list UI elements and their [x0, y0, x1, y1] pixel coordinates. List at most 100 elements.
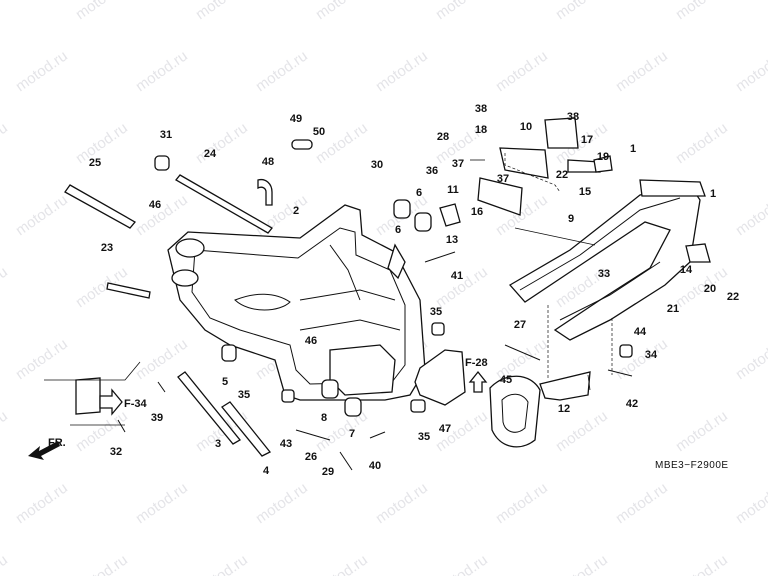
part-callout: 35 — [430, 306, 442, 318]
part-callout: 37 — [452, 158, 464, 170]
watermark-text: motod.ru — [0, 119, 11, 167]
part-callout: 4 — [263, 465, 270, 477]
watermark-text: motod.ru — [613, 335, 671, 383]
part-callout: 42 — [626, 398, 638, 410]
part-callout: 46 — [149, 199, 161, 211]
watermark-text: motod.ru — [73, 551, 131, 576]
part-callout: 45 — [500, 374, 512, 386]
watermark-text: motod.ru — [0, 551, 11, 576]
part-callout: 25 — [89, 157, 101, 169]
part-callout: 37 — [497, 173, 509, 185]
watermark-text: motod.ru — [553, 0, 611, 23]
watermark-text: motod.ru — [733, 191, 768, 239]
leader-lines — [44, 153, 613, 426]
watermark-text: motod.ru — [253, 191, 311, 239]
watermark-text: motod.ru — [673, 0, 731, 23]
part-callout: 33 — [598, 268, 610, 280]
watermark-text: motod.ru — [613, 479, 671, 527]
long-bolts — [64, 174, 273, 457]
watermark-text: motod.ru — [13, 191, 71, 239]
watermark-text: motod.ru — [253, 479, 311, 527]
watermark-text: motod.ru — [0, 0, 11, 23]
watermark-text: motod.ru — [253, 47, 311, 95]
watermark-text: motod.ru — [13, 335, 71, 383]
front-direction: FR. — [28, 437, 66, 460]
part-callout: 40 — [369, 460, 381, 472]
ref-f34: F-34 — [99, 388, 148, 416]
part-callout: 49 — [290, 113, 302, 125]
watermark-text: motod.ru — [133, 47, 191, 95]
watermark-text: motod.ru — [733, 335, 768, 383]
part-callout: 31 — [160, 129, 172, 141]
watermark-text: motod.ru — [733, 47, 768, 95]
part-callout: 32 — [110, 446, 122, 458]
part-callout: 44 — [634, 326, 647, 338]
part-callout: 50 — [313, 126, 325, 138]
callout-layer: 1123456678910111213141516171819202122222… — [89, 103, 739, 478]
part-callout: 22 — [556, 169, 568, 181]
watermark-text: motod.ru — [313, 0, 371, 23]
part-callout: 8 — [321, 412, 327, 424]
part-callout: 12 — [558, 403, 570, 415]
watermark-text: motod.ru — [553, 551, 611, 576]
part-callout: 24 — [204, 148, 217, 160]
part-callout: 29 — [322, 466, 334, 478]
part-callout: 15 — [579, 186, 591, 198]
part-callout: 23 — [101, 242, 113, 254]
watermark-text: motod.ru — [673, 551, 731, 576]
part-callout: 35 — [418, 431, 430, 443]
main-frame — [167, 204, 426, 401]
watermark-text: motod.ru — [133, 191, 191, 239]
part-callout: 17 — [581, 134, 593, 146]
part-callout: 39 — [151, 412, 163, 424]
part-callout: 48 — [262, 156, 274, 168]
part-callout: 6 — [395, 224, 401, 236]
part-callout: 26 — [305, 451, 317, 463]
watermark-text: motod.ru — [133, 479, 191, 527]
small-hardware — [117, 117, 711, 471]
part-callout: 16 — [471, 206, 483, 218]
watermark-text: motod.ru — [0, 263, 11, 311]
part-callout: 3 — [215, 438, 221, 450]
part-callout: 47 — [439, 423, 451, 435]
part-callout: 41 — [451, 270, 463, 282]
watermark-text: motod.ru — [673, 119, 731, 167]
part-callout: 30 — [371, 159, 383, 171]
part-callout: 11 — [447, 184, 459, 196]
part-callout: 27 — [514, 319, 526, 331]
part-callout: 13 — [446, 234, 458, 246]
brackets — [75, 349, 591, 448]
ref-f28: F-28 — [465, 357, 488, 393]
part-callout: 1 — [630, 143, 636, 155]
part-callout: 18 — [475, 124, 487, 136]
watermark-text: motod.ru — [13, 47, 71, 95]
part-callout: 6 — [416, 187, 422, 199]
ref-arrow-f34 — [99, 388, 123, 416]
ref-arrow-f28 — [468, 370, 488, 393]
front-arrow-icon — [28, 441, 60, 460]
rear-subframe — [508, 179, 706, 341]
part-callout: 5 — [222, 376, 228, 388]
watermark-text: motod.ru — [373, 47, 431, 95]
watermark-text: motod.ru — [73, 119, 131, 167]
watermark-text: motod.ru — [673, 407, 731, 455]
part-callout: 34 — [645, 349, 658, 361]
part-callout: 43 — [280, 438, 292, 450]
watermark-text: motod.ru — [733, 479, 768, 527]
part-callout: 38 — [567, 111, 579, 123]
watermark-text: motod.ru — [493, 479, 551, 527]
diagram-code: MBE3−F2900E — [655, 460, 729, 471]
watermark-text: motod.ru — [493, 47, 551, 95]
part-callout: 46 — [305, 335, 317, 347]
part-callout: 28 — [437, 131, 449, 143]
watermark-text: motod.ru — [193, 551, 251, 576]
part-callout: 21 — [667, 303, 679, 315]
watermark-text: motod.ru — [193, 119, 251, 167]
part-callout: 36 — [426, 165, 438, 177]
watermark-text: motod.ru — [613, 47, 671, 95]
part-callout: 14 — [680, 264, 693, 276]
part-callout: 22 — [727, 291, 739, 303]
part-callout: 20 — [704, 283, 716, 295]
